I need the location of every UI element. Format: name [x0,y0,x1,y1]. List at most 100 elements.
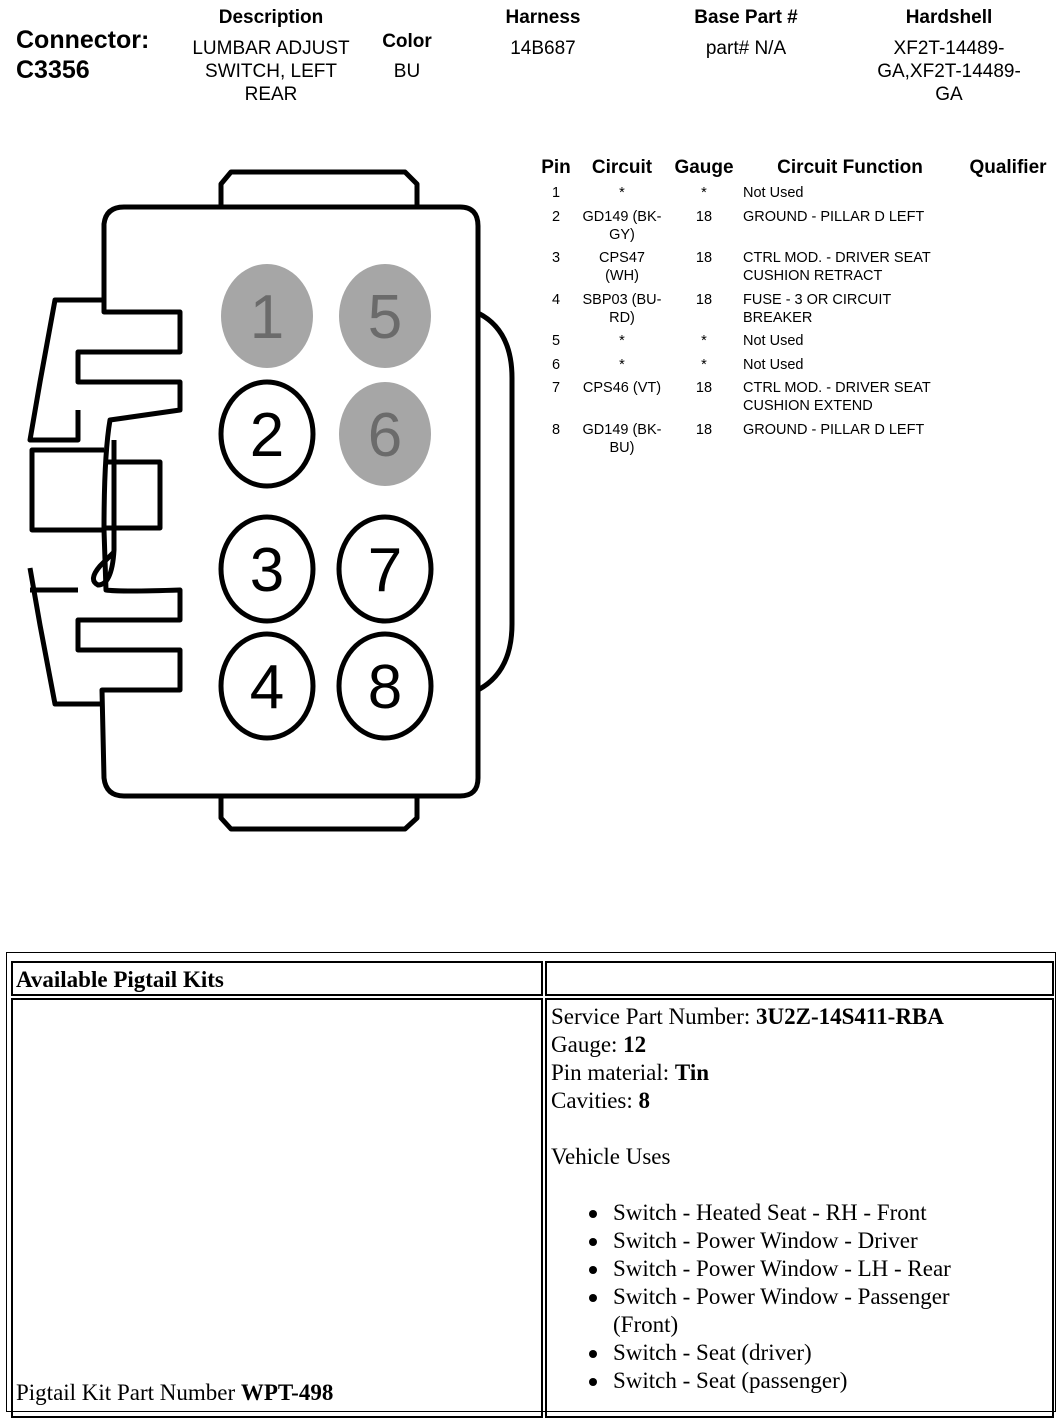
pin-cavity-outline [336,514,434,624]
pin-cavity-outline [218,631,316,741]
circuit-function-cell: GROUND - PILLAR D LEFT [743,422,925,438]
circuit-cell: GD149 (BK-GY) [582,209,662,243]
cavities-value: 8 [638,1088,651,1113]
pin-cavity-3: 3 [218,514,316,624]
pin-number-label: 3 [250,536,284,605]
housing-bottom-tab [218,797,420,832]
description-line: LUMBAR ADJUST [192,38,350,59]
vehicle-use-item: Switch - Power Window - Driver [551,1227,991,1255]
left-latch-middle [29,447,163,533]
hardshell-line: XF2T-14489- [893,38,1005,59]
cavities-label: Cavities: [551,1088,639,1113]
vehicle-use-item: Switch - Seat (driver) [551,1339,991,1367]
pin-number-cell: 6 [551,357,561,373]
gauge-line: Gauge: 12 [551,1031,944,1059]
vehicle-use-item: Switch - Power Window - LH - Rear [551,1255,991,1283]
cavities-line: Cavities: 8 [551,1087,944,1115]
description-label: Description [218,7,324,28]
pin-number-cell: 3 [551,250,561,266]
pin-cavity-5: 5 [339,264,431,368]
pigtail-details: Service Part Number: 3U2Z-14S411-RBA Gau… [551,1003,944,1171]
vehicle-use-item: Switch - Power Window - Passenger (Front… [551,1283,991,1339]
gauge-column-header: Gauge [674,157,734,178]
function-column-header: Circuit Function [777,157,923,178]
pin-cavity-4: 4 [218,631,316,741]
pin-cavity-1: 1 [221,264,313,368]
pin-number-cell: 7 [551,380,561,396]
connector-id: C3356 [16,56,90,84]
vehicle-use-item: Switch - Seat (passenger) [551,1367,991,1395]
service-part-value: 3U2Z-14S411-RBA [756,1004,944,1029]
circuit-cell: * [619,333,625,349]
pin-cavity-outline [339,264,431,368]
pin-number-cell: 4 [551,292,561,308]
left-latch-upper [27,297,104,443]
hardshell-value: XF2T-14489- GA,XF2T-14489- GA [858,37,1040,106]
circuit-cell: SBP03 (BU-RD) [582,292,662,326]
pigtail-kit-value: WPT-498 [240,1380,334,1405]
pin-material-line: Pin material: Tin [551,1059,944,1087]
pin-number-label: 2 [250,401,284,470]
pin-number-label: 1 [250,283,284,352]
pin-number-cell: 8 [551,422,561,438]
gauge-cell: * [701,185,707,201]
pigtail-kit-label: Pigtail Kit Part Number [16,1380,241,1405]
pigtail-title: Available Pigtail Kits [16,967,224,992]
circuit-function-cell: GROUND - PILLAR D LEFT [743,209,925,225]
circuit-cell: * [619,185,625,201]
harness-value: 14B687 [510,38,576,59]
gauge-cell: 18 [695,250,713,266]
circuit-function-cell: Not Used [743,333,804,349]
pin-cavity-2: 2 [218,379,316,489]
circuit-cell: * [619,357,625,373]
gauge-cell: * [701,357,707,373]
hardshell-label: Hardshell [905,7,993,28]
hardshell-line: GA [935,84,963,105]
description-line: SWITCH, LEFT [205,61,337,82]
pin-cavity-outline [218,514,316,624]
pin-material-value: Tin [674,1060,710,1085]
pin-number-cell: 1 [551,185,561,201]
gauge-label: Gauge: [551,1032,624,1057]
vehicle-uses-list: Switch - Heated Seat - RH - Front Switch… [551,1199,991,1395]
pigtail-title-cell: Available Pigtail Kits [11,961,543,996]
circuit-cell: CPS46 (VT) [582,380,662,396]
pin-cavity-outline [221,264,313,368]
color-label: Color [382,31,432,52]
pin-cavity-8: 8 [336,631,434,741]
service-part-label: Service Part Number: [551,1004,757,1029]
pin-number-cell: 2 [551,209,561,225]
pin-number-label: 6 [368,401,402,470]
description-value: LUMBAR ADJUST SWITCH, LEFT REAR [171,37,371,106]
gauge-cell: * [701,333,707,349]
pin-cavity-outline [336,631,434,741]
base-part-label: Base Part # [694,7,798,28]
vehicle-use-item: Switch - Heated Seat - RH - Front [551,1199,991,1227]
qualifier-column-header: Qualifier [969,157,1047,178]
pin-number-label: 7 [368,536,402,605]
gauge-cell: 18 [695,209,713,225]
circuit-function-cell: Not Used [743,357,804,373]
pigtail-details-cell: Service Part Number: 3U2Z-14S411-RBA Gau… [545,998,1054,1418]
pigtail-title-right-cell [545,961,1054,996]
left-latch-lower [27,567,104,707]
housing-right-latch [476,310,515,693]
pin-material-label: Pin material: [551,1060,675,1085]
vehicle-uses-label: Vehicle Uses [551,1144,671,1169]
circuit-cell: CPS47(WH) [599,250,645,284]
gauge-cell: 18 [695,422,713,438]
pin-number-cell: 5 [551,333,561,349]
service-part-number: Service Part Number: 3U2Z-14S411-RBA [551,1003,944,1031]
gauge-cell: 18 [695,292,713,308]
pigtail-kit-number: Pigtail Kit Part Number WPT-498 [16,1380,333,1406]
circuit-cell: GD149 (BK-BU) [582,422,662,456]
pigtail-kit-cell: Pigtail Kit Part Number WPT-498 [11,998,543,1418]
housing-outline [75,204,481,799]
gauge-value: 12 [623,1032,647,1057]
pin-cavity-outline [218,379,316,489]
pin-column-header: Pin [541,157,571,178]
